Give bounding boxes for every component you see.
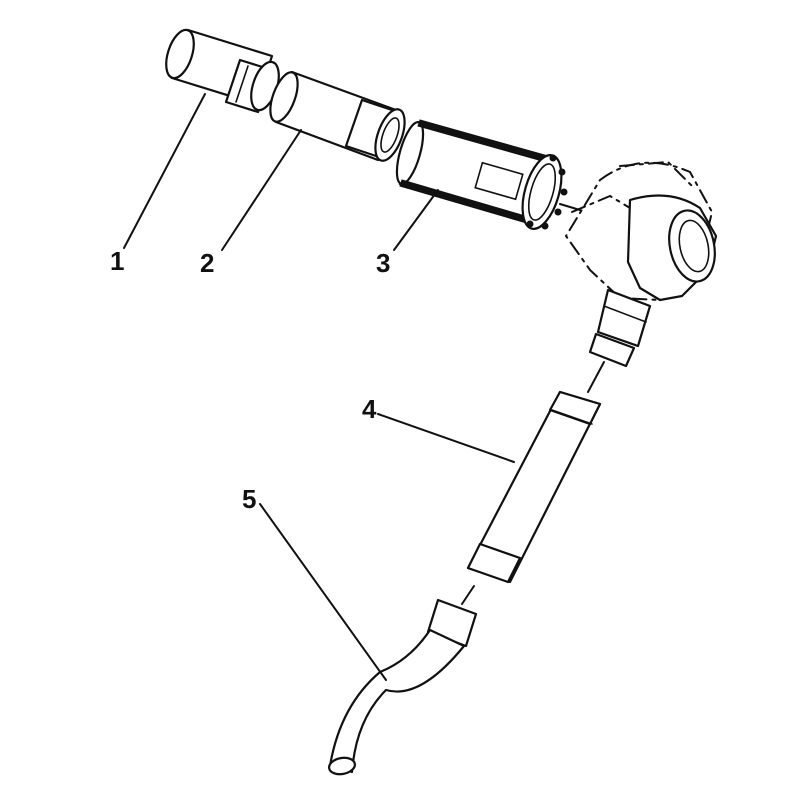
connector-line-4: [587, 361, 605, 393]
callout-4: 4: [362, 394, 377, 424]
callout-5: 5: [242, 484, 256, 514]
callout-1: 1: [110, 246, 124, 276]
leader-line-4: [377, 413, 515, 463]
connector-line-5: [461, 585, 475, 605]
part-5-hose: [328, 598, 478, 776]
part-2-cylinder: [269, 70, 406, 162]
part-1-cylinder: [165, 28, 280, 114]
part-3-strainer-sleeve: [395, 119, 568, 230]
leader-lines: [123, 93, 515, 681]
leader-line-1: [123, 93, 206, 249]
callout-2: 2: [200, 248, 214, 278]
leader-line-5: [259, 503, 387, 681]
elbow-housing: [559, 160, 718, 368]
part-4-tube: [466, 390, 602, 584]
leader-line-2: [221, 129, 302, 251]
leader-line-3: [393, 189, 439, 251]
callout-3: 3: [376, 248, 390, 278]
